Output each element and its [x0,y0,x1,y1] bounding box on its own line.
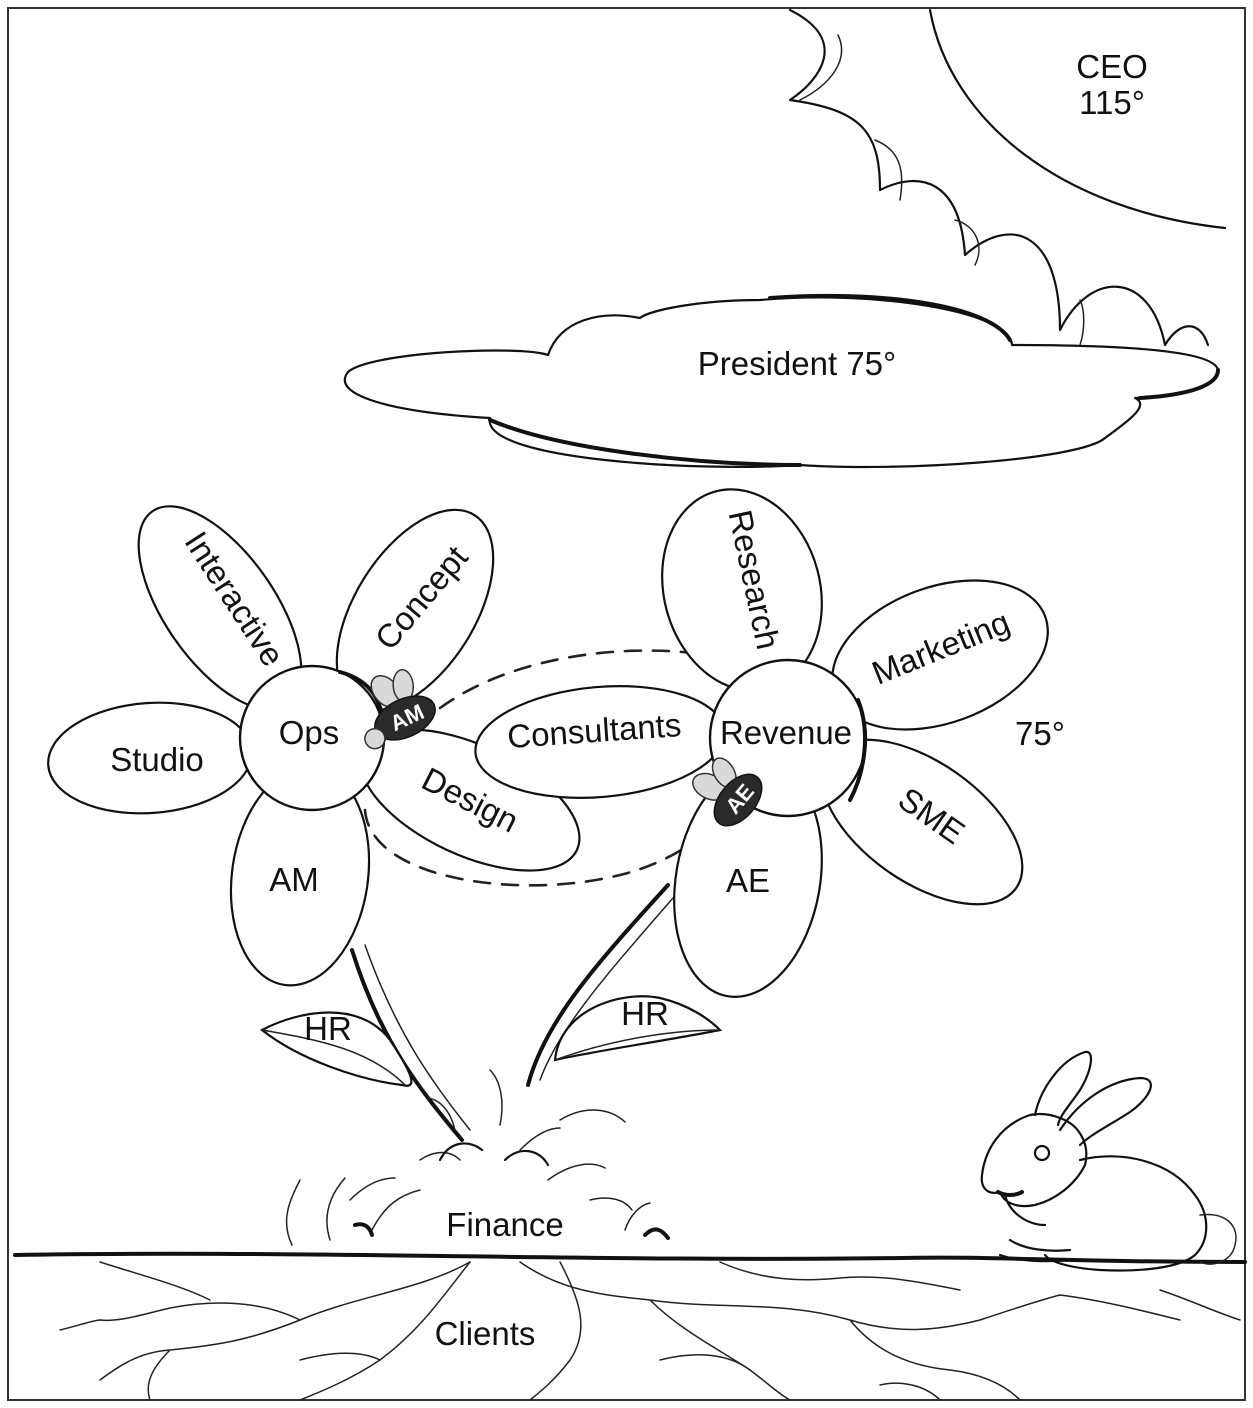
ops-center-label: Ops [279,714,340,751]
ground-roots-label: Clients [435,1315,536,1352]
petal-ae-label: AE [726,862,770,899]
left-flower: Interactive Concept Studio Design AM Ops… [47,505,581,987]
soil-splash [285,1069,670,1246]
bee-am: AM [364,669,436,750]
cloud: President 75° [343,293,1220,469]
right-temperature: 75° [1015,715,1065,752]
rabbit-head [980,1112,1088,1208]
rabbit-ear-front [1058,1076,1152,1147]
page-border [7,7,1246,1401]
sun-temperature: 115° [1079,84,1145,121]
right-stem-inner [539,889,681,1081]
rabbit-mouth [996,1190,1024,1197]
petal-am-label: AM [269,861,319,898]
revenue-center-label: Revenue [720,714,852,751]
sun-disc [928,8,1227,230]
sun-title: CEO [1076,48,1148,85]
sun-rays [788,8,1210,347]
sun: CEO 115° [788,8,1227,347]
rabbit-legs [998,1193,1072,1263]
cloud-outline [343,296,1220,469]
rabbit-eye [1033,1144,1051,1162]
petal-studio-label: Studio [110,741,204,778]
rabbit-body [1043,1155,1208,1272]
rabbit [980,1050,1237,1272]
right-flower: Research Marketing Consultants SME AE Re… [474,488,1065,998]
right-leaf: HR [553,995,723,1062]
left-stem-inner [364,944,471,1131]
roots [59,1261,1241,1401]
left-leaf: HR [259,1010,413,1087]
left-leaf-label: HR [304,1010,352,1047]
right-stem [526,883,670,1087]
right-leaf-label: HR [621,995,669,1032]
rabbit-ear-back [1033,1050,1093,1127]
rabbit-tail [1199,1213,1237,1265]
ground-surface-label: Finance [446,1206,563,1243]
sun-ray-outline [799,34,1085,346]
cloud-label: President 75° [698,345,896,382]
cloud-shadow [488,293,1220,467]
